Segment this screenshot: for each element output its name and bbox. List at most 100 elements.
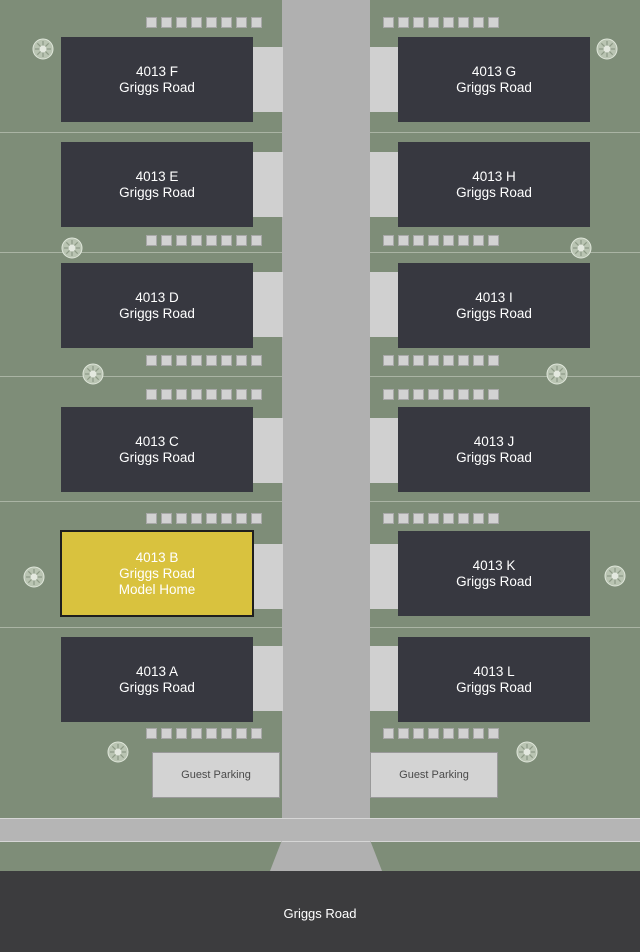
- unit-number: 4013 F: [135, 63, 179, 79]
- parking-stall: [206, 235, 217, 246]
- parking-stall: [146, 513, 157, 524]
- parking-stall: [161, 389, 172, 400]
- parking-stall: [221, 17, 232, 28]
- tree-icon: [32, 38, 54, 60]
- guest-parking-right[interactable]: Guest Parking: [370, 752, 498, 798]
- unit-street: Griggs Road: [456, 79, 532, 95]
- driveway: [253, 646, 283, 711]
- stall-row: [146, 17, 262, 28]
- parking-stall: [221, 389, 232, 400]
- model-home-label: Model Home: [118, 581, 196, 597]
- parking-stall: [251, 235, 262, 246]
- unit-4013-e[interactable]: 4013 E Griggs Road: [61, 142, 253, 227]
- parking-stall: [413, 355, 424, 366]
- parking-stall: [251, 728, 262, 739]
- parking-stall: [206, 389, 217, 400]
- parking-stall: [473, 235, 484, 246]
- parking-stall: [206, 17, 217, 28]
- stall-row: [146, 389, 262, 400]
- drive-curb: [370, 840, 382, 871]
- parking-stall: [251, 355, 262, 366]
- driveway: [253, 272, 283, 337]
- tree-icon: [82, 363, 104, 385]
- unit-number: 4013 A: [135, 663, 179, 679]
- parking-stall: [221, 513, 232, 524]
- unit-street: Griggs Road: [456, 184, 532, 200]
- driveway: [253, 418, 283, 483]
- parking-stall: [161, 728, 172, 739]
- drive-curb: [270, 840, 282, 871]
- parking-stall: [398, 389, 409, 400]
- unit-4013-i[interactable]: 4013 I Griggs Road: [398, 263, 590, 348]
- parking-stall: [176, 17, 187, 28]
- parking-stall: [236, 235, 247, 246]
- unit-street: Griggs Road: [119, 565, 195, 581]
- unit-4013-h[interactable]: 4013 H Griggs Road: [398, 142, 590, 227]
- stall-row: [383, 513, 499, 524]
- driveway: [370, 646, 400, 711]
- unit-4013-d[interactable]: 4013 D Griggs Road: [61, 263, 253, 348]
- tree-icon: [61, 237, 83, 259]
- driveway: [370, 544, 400, 609]
- unit-number: 4013 B: [135, 549, 179, 565]
- parking-stall: [191, 513, 202, 524]
- parking-stall: [398, 235, 409, 246]
- parking-stall: [383, 389, 394, 400]
- parking-stall: [161, 513, 172, 524]
- parking-stall: [383, 513, 394, 524]
- tree-icon: [604, 565, 626, 587]
- parking-stall: [383, 235, 394, 246]
- tree-icon: [516, 741, 538, 763]
- parking-stall: [458, 513, 469, 524]
- unit-number: 4013 K: [472, 557, 516, 573]
- parking-stall: [488, 728, 499, 739]
- parking-stall: [191, 235, 202, 246]
- parking-stall: [458, 355, 469, 366]
- unit-street: Griggs Road: [456, 305, 532, 321]
- unit-4013-c[interactable]: 4013 C Griggs Road: [61, 407, 253, 492]
- unit-number: 4013 C: [135, 433, 179, 449]
- unit-number: 4013 I: [475, 289, 513, 305]
- unit-number: 4013 G: [471, 63, 517, 79]
- parking-stall: [236, 513, 247, 524]
- parking-stall: [161, 235, 172, 246]
- parking-stall: [488, 235, 499, 246]
- unit-number: 4013 J: [473, 433, 515, 449]
- stall-row: [383, 389, 499, 400]
- parking-stall: [428, 513, 439, 524]
- unit-street: Griggs Road: [456, 573, 532, 589]
- parking-stall: [413, 17, 424, 28]
- parking-stall: [428, 17, 439, 28]
- parking-stall: [443, 389, 454, 400]
- parking-stall: [398, 355, 409, 366]
- parking-stall: [473, 17, 484, 28]
- tree-icon: [23, 566, 45, 588]
- driveway: [370, 418, 400, 483]
- parking-stall: [428, 235, 439, 246]
- parking-stall: [413, 389, 424, 400]
- unit-4013-g[interactable]: 4013 G Griggs Road: [398, 37, 590, 122]
- parking-stall: [428, 728, 439, 739]
- griggs-road-street: [0, 871, 640, 952]
- parking-stall: [206, 355, 217, 366]
- street-label: Griggs Road: [283, 906, 357, 921]
- parking-stall: [383, 355, 394, 366]
- parking-stall: [413, 513, 424, 524]
- unit-4013-a[interactable]: 4013 A Griggs Road: [61, 637, 253, 722]
- tree-icon: [570, 237, 592, 259]
- unit-4013-k[interactable]: 4013 K Griggs Road: [398, 531, 590, 616]
- tree-icon: [546, 363, 568, 385]
- parking-stall: [251, 389, 262, 400]
- guest-parking-left[interactable]: Guest Parking: [152, 752, 280, 798]
- parking-stall: [221, 235, 232, 246]
- driveway: [370, 47, 400, 112]
- unit-4013-j[interactable]: 4013 J Griggs Road: [398, 407, 590, 492]
- parking-stall: [176, 235, 187, 246]
- parking-stall: [191, 355, 202, 366]
- unit-4013-l[interactable]: 4013 L Griggs Road: [398, 637, 590, 722]
- unit-4013-f[interactable]: 4013 F Griggs Road: [61, 37, 253, 122]
- parking-stall: [221, 728, 232, 739]
- unit-4013-b-model-home[interactable]: 4013 B Griggs Road Model Home: [60, 530, 254, 617]
- stall-row: [383, 235, 499, 246]
- parking-stall: [488, 17, 499, 28]
